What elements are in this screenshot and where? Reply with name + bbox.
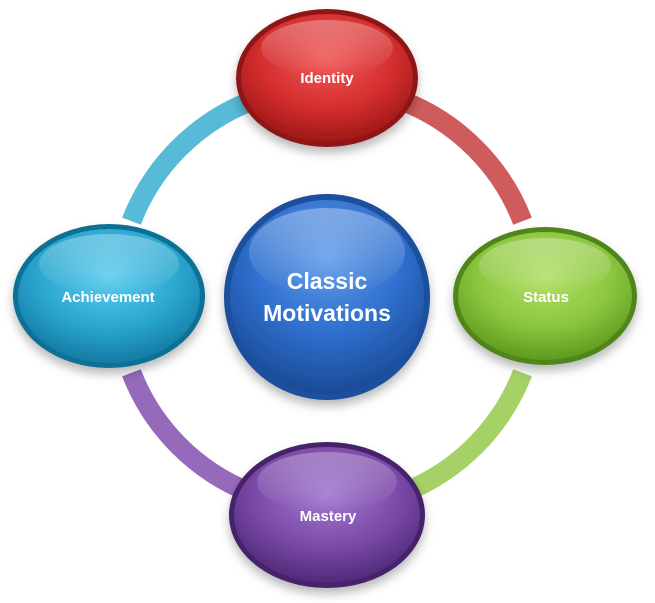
center-title-line1: Classic	[287, 268, 368, 294]
connector-status-mastery	[400, 369, 532, 502]
node-mastery	[229, 442, 425, 588]
node-achievement	[13, 224, 205, 368]
node-status-label: Status	[523, 289, 569, 306]
center-node	[224, 194, 430, 400]
node-mastery-label: Mastery	[300, 508, 357, 525]
connector-achievement-identity	[122, 92, 254, 225]
center-title-line2: Motivations	[263, 300, 391, 326]
connector-identity-status	[400, 92, 532, 225]
connector-ring	[122, 92, 532, 502]
connector-mastery-achievement	[122, 369, 254, 502]
node-achievement-label: Achievement	[61, 289, 154, 306]
node-identity-label: Identity	[300, 70, 354, 87]
node-identity	[236, 9, 418, 147]
node-status	[453, 227, 637, 365]
